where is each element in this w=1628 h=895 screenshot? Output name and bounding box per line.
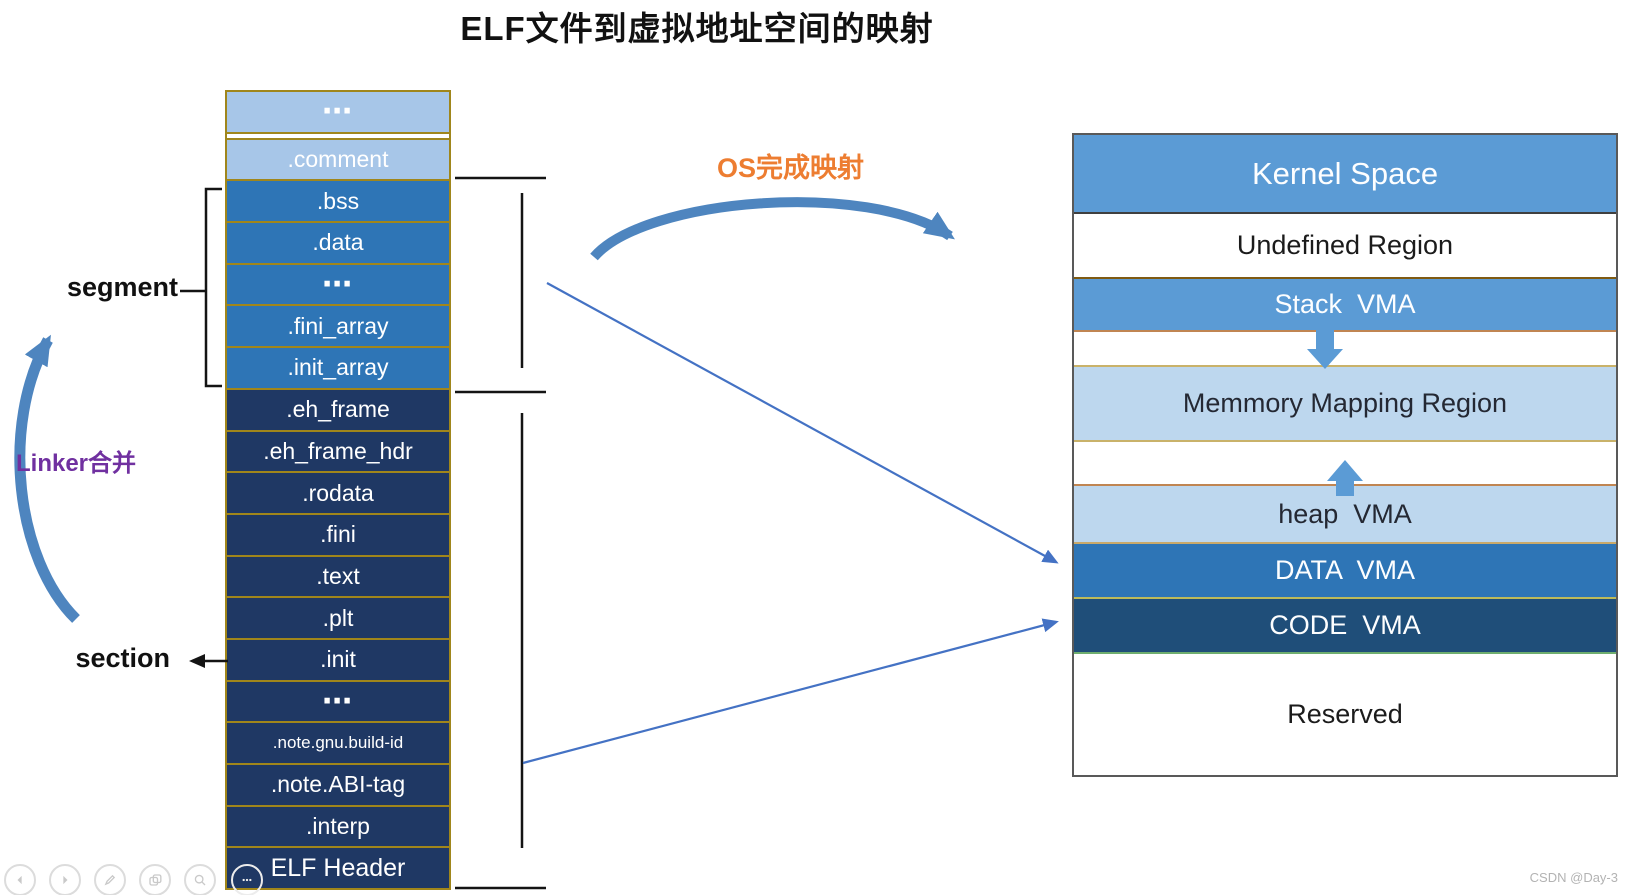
elf-section-row: ⋯ [227, 92, 449, 134]
segment-bracket [204, 187, 222, 388]
elf-section-row: .init [227, 637, 449, 680]
elf-section-label: ⋯ [322, 95, 354, 129]
elf-section-label: .comment [287, 146, 389, 173]
os-mapping-label: OS完成映射 [716, 153, 864, 183]
elf-section-row: .eh_frame [227, 387, 449, 430]
watermark: CSDN @Day-3 [1529, 870, 1618, 885]
vma-region-row: DATA VMA [1074, 542, 1616, 597]
magnifier-icon [194, 874, 206, 886]
elf-section-label: .text [316, 562, 360, 589]
elf-section-label: .init_array [287, 354, 389, 381]
vma-region-label: CODE VMA [1269, 610, 1421, 640]
elf-section-row: .data [227, 221, 449, 263]
elf-section-row: .rodata [227, 471, 449, 513]
elf-section-label: .init [320, 646, 356, 673]
elf-section-row: .bss [227, 179, 449, 222]
vma-gap-row [1074, 440, 1616, 484]
elf-section-row: ⋯ [227, 262, 449, 305]
vma-region-row: Undefined Region [1074, 212, 1616, 277]
segment-label: segment [66, 272, 178, 302]
vma-region-row: Kernel Space [1074, 135, 1616, 212]
elf-section-label: .note.gnu.build-id [272, 733, 404, 753]
vma-region-label: Reserved [1287, 699, 1403, 729]
linker-merge-arrow [14, 334, 80, 623]
linker-merge-label: Linker合并 [16, 450, 137, 477]
elf-section-row: .fini_array [227, 304, 449, 347]
elf-section-label: ELF Header [270, 853, 406, 882]
viewer-more-button[interactable] [231, 864, 263, 895]
elf-section-row: .plt [227, 596, 449, 638]
elf-section-row: .init_array [227, 346, 449, 388]
elf-section-row: .text [227, 554, 449, 597]
elf-section-label: .fini_array [287, 312, 389, 339]
viewer-frames-button[interactable] [139, 864, 171, 895]
vma-region-label: Stack VMA [1274, 289, 1416, 319]
vma-region-label: Undefined Region [1236, 230, 1454, 260]
chevron-left-icon [17, 875, 22, 885]
viewer-previous-button[interactable] [4, 864, 36, 895]
os-mapping-arrow [590, 197, 955, 261]
frames-icon [149, 874, 162, 886]
elf-section-label: ⋯ [322, 684, 354, 718]
vma-region-row: Reserved [1074, 652, 1616, 775]
elf-section-label: .rodata [302, 479, 374, 506]
elf-section-label: .data [312, 229, 364, 256]
chevron-right-icon [63, 875, 68, 885]
elf-section-row: .comment [227, 137, 449, 180]
vma-region-label: Memmory Mapping Region [1182, 388, 1508, 418]
vma-region-label: Kernel Space [1251, 155, 1439, 191]
elf-section-label: .bss [316, 187, 360, 214]
elf-section-label: .eh_frame [286, 396, 390, 423]
elf-section-row: .eh_frame_hdr [227, 429, 449, 472]
elf-section-row: .interp [227, 804, 449, 847]
page-title: ELF文件到虚拟地址空间的映射 [460, 10, 934, 47]
vma-region-label: heap VMA [1278, 498, 1412, 529]
elf-section-label: .interp [306, 813, 370, 840]
vma-region-row: CODE VMA [1074, 597, 1616, 652]
elf-section-label: .note.ABI-tag [270, 771, 406, 798]
elf-section-label: ⋯ [322, 268, 354, 302]
section-label: section [75, 643, 170, 673]
vma-region-row: Stack VMA [1074, 277, 1616, 330]
elf-section-row: .note.ABI-tag [227, 763, 449, 805]
data-vma-mapping-arrow [546, 282, 1059, 564]
elf-section-row: ELF Header [227, 846, 449, 889]
pencil-icon [104, 874, 116, 886]
vma-region-row: heap VMA [1074, 484, 1616, 542]
vma-region-row: Memmory Mapping Region [1074, 365, 1616, 440]
elf-section-row: .fini [227, 512, 449, 555]
viewer-zoom-button[interactable] [184, 864, 216, 895]
elf-section-label: .eh_frame_hdr [263, 437, 413, 464]
vma-gap-row [1074, 330, 1616, 365]
vma-region-label: DATA VMA [1274, 555, 1416, 585]
elf-section-row: .note.gnu.build-id [227, 721, 449, 763]
elf-section-label: .fini [320, 521, 356, 548]
viewer-next-button[interactable] [49, 864, 81, 895]
code-vma-mapping-arrow [522, 618, 1059, 765]
elf-section-label: .plt [322, 604, 354, 631]
viewer-edit-button[interactable] [94, 864, 126, 895]
elf-stack: ⋯ .comment .bss .data ⋯ .fini_array .init_arra… [225, 90, 451, 890]
ellipsis-icon [242, 878, 252, 882]
elf-section-row: ⋯ [227, 679, 449, 722]
